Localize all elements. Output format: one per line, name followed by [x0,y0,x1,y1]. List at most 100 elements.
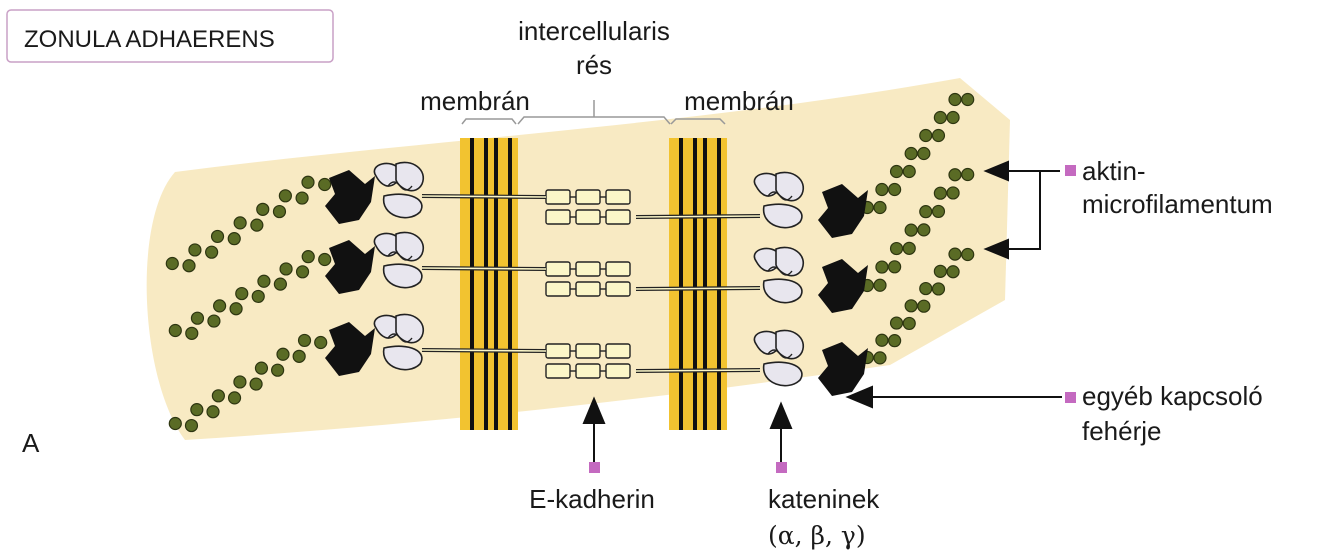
actin-bead [889,335,901,347]
actin-bead [277,348,289,360]
cadherin-domain [546,190,570,204]
actin-bead [279,190,291,202]
actin-bead [236,288,248,300]
actin-bead [874,202,886,214]
actin-bead [273,206,285,218]
actin-bead [234,217,246,229]
actin-bead [932,283,944,295]
cadherin-domain [576,210,600,224]
actin-bead [302,251,314,263]
actin-bead [949,169,961,181]
actin-bead [932,205,944,217]
actin-label-line2: microfilamentum [1082,189,1273,219]
title-box: ZONULA ADHAERENS [7,10,333,62]
actin-bead [874,279,886,291]
actin-bead [229,392,241,404]
actin-bead [905,224,917,236]
bullet-ecadherin [589,462,600,473]
actin-bead [918,224,930,236]
actin-bead [186,327,198,339]
actin-bead [918,300,930,312]
actin-bead [297,266,309,278]
bullet-other [1065,392,1076,403]
other-label-line1: egyéb kapcsoló [1082,381,1263,411]
actin-bead [255,362,267,374]
catenin-gamma [764,362,802,385]
actin-bead [257,203,269,215]
actin-bead [905,300,917,312]
actin-bead [319,179,331,191]
actin-bead [250,378,262,390]
actin-bead [932,130,944,142]
actin-bead [212,230,224,242]
actin-label-line1: aktin- [1082,156,1146,186]
cadherin-domain [576,190,600,204]
cadherin-domain [546,282,570,296]
actin-bead [206,246,218,258]
cadherin-domain [606,282,630,296]
membrane-label-right: membrán [684,86,794,116]
cytoplasm-background [147,78,1010,440]
bullet-actin [1065,165,1076,176]
cadherin-strand-left-2-core [422,268,546,269]
actin-bead [918,148,930,160]
actin-bead [296,192,308,204]
cadherin-domain [546,210,570,224]
actin-bead [891,317,903,329]
ecadherin-label: E-kadherin [529,484,655,514]
actin-bead [212,390,224,402]
actin-bead [934,265,946,277]
actin-bead [183,260,195,272]
catenin-arrowhead [771,404,791,428]
actin-bead [905,148,917,160]
cadherin-lower-1 [546,210,630,224]
cadherin-domain [606,210,630,224]
actin-bead [889,261,901,273]
actin-bead [947,112,959,124]
actin-bead [947,266,959,278]
cadherin-upper-2 [546,262,630,276]
cadherin-domain [546,262,570,276]
cadherin-upper-3 [546,344,630,358]
actin-bead [280,263,292,275]
actin-bead [214,300,226,312]
actin-bead [949,248,961,260]
cadherin-domain [546,344,570,358]
actin-bead [874,352,886,364]
actin-bead [962,249,974,261]
cadherin-domain [606,344,630,358]
actin-bead [251,219,263,231]
actin-bead [208,315,220,327]
diagram-title: ZONULA ADHAERENS [24,26,275,53]
actin-bead [903,242,915,254]
cadherin-domain [576,344,600,358]
actin-bead [934,187,946,199]
actin-bead [228,233,240,245]
cadherin-lower-2 [546,282,630,296]
cadherin-lower-3 [546,364,630,378]
actin-bead [920,206,932,218]
membrane-label-left: membrán [420,86,530,116]
actin-bead [234,376,246,388]
actin-bead [258,275,270,287]
left-membrane [460,138,518,430]
cadherin-domain [576,364,600,378]
cadherin-strand-left-3-core [422,350,546,351]
cadherin-strand-left-1-core [422,196,546,197]
actin-bead [889,184,901,196]
cadherin-domain [606,190,630,204]
actin-bead [876,261,888,273]
actin-bead [252,290,264,302]
actin-bead [962,169,974,181]
panel-label: A [22,428,40,458]
cadherin-strand-right-2-core [636,288,760,289]
actin-bead [949,94,961,106]
catenins-label-line1: kateninek [768,484,880,514]
actin-bead [319,254,331,266]
actin-bead [891,166,903,178]
cadherin-strand-right-1-core [636,216,760,217]
actin-bead [947,187,959,199]
gap-label-line2: rés [576,50,612,80]
cadherin-domain [606,364,630,378]
cadherin-domain [546,364,570,378]
